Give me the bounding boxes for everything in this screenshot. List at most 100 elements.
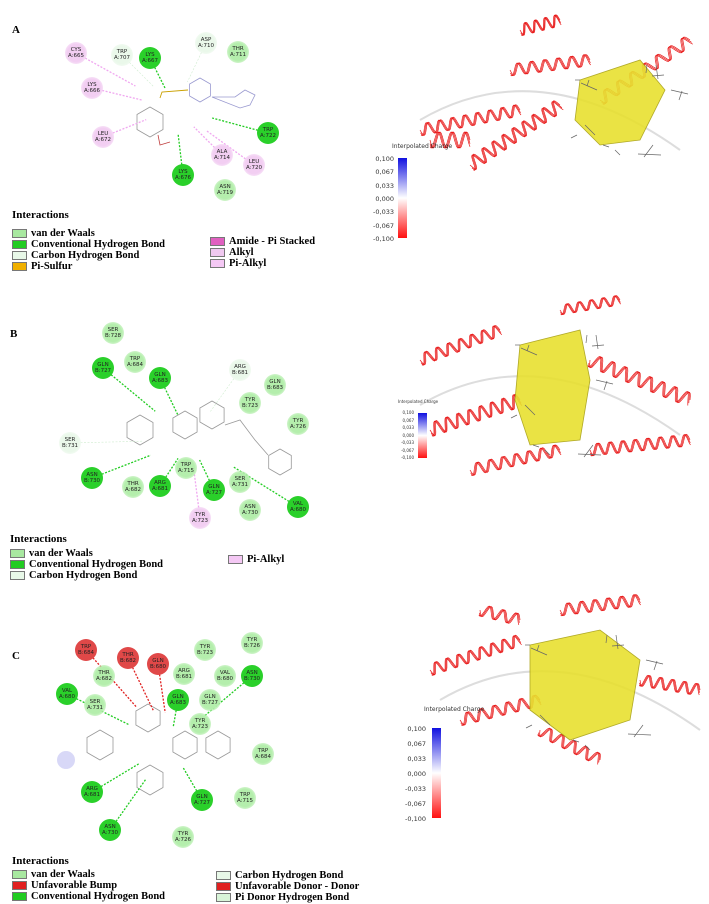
- protein-helix: [559, 594, 641, 616]
- protein-helix: [509, 54, 591, 76]
- residue-id: A:681: [83, 792, 101, 798]
- legend-swatch: [10, 549, 25, 558]
- residue-name: ALA: [216, 149, 228, 155]
- charge-tick-label: 0,067: [407, 740, 426, 748]
- residue-name: SER: [107, 327, 119, 333]
- residue-id: A:726: [289, 424, 307, 430]
- charge-tick-label: -0,033: [401, 440, 414, 445]
- interaction-line: [193, 126, 223, 156]
- residue-name: TYR: [199, 644, 211, 650]
- legend-item: Carbon Hydrogen Bond: [12, 250, 139, 261]
- legend-item: Unfavorable Donor - Donor: [216, 881, 359, 892]
- panel-label-c: C: [12, 650, 20, 662]
- chromone-ring: [172, 730, 198, 760]
- legend-swatch: [12, 892, 27, 901]
- residue-name: TRP: [239, 792, 251, 798]
- ligand-stick: [595, 379, 614, 385]
- residue-id: B:723: [241, 403, 259, 409]
- legend-swatch: [216, 893, 231, 902]
- residue-name: TYR: [244, 397, 256, 403]
- legend-label: van der Waals: [29, 548, 93, 559]
- charge-tick-label: -0,033: [405, 785, 426, 793]
- residue-id: A:680: [58, 694, 76, 700]
- ligand-stick: [591, 344, 605, 347]
- residue-name: THR: [98, 670, 110, 676]
- residue-id: B:727: [94, 368, 112, 374]
- residue-id: A:715: [236, 798, 254, 804]
- interaction-line: [91, 763, 140, 793]
- legend-item: Conventional Hydrogen Bond: [10, 559, 163, 570]
- interaction-line: [182, 766, 203, 801]
- interaction-line: [127, 657, 154, 711]
- charge-tick-label: 0,033: [375, 181, 394, 190]
- residue-name: TRP: [180, 462, 192, 468]
- residue-id: B:680: [216, 676, 234, 682]
- residue-id: B:730: [243, 676, 261, 682]
- residue-name: ARG: [154, 480, 166, 486]
- legend-item: van der Waals: [10, 548, 93, 559]
- residue-id: A:723: [191, 724, 209, 730]
- charge-tick-label: 0,000: [402, 432, 414, 438]
- ligand-stick: [524, 404, 536, 416]
- residue-name: TYR: [177, 831, 189, 837]
- residue-name: ASN: [219, 184, 231, 190]
- protein-helix: [421, 325, 503, 366]
- residue-name: TRP: [257, 748, 269, 754]
- ligand-stick: [583, 444, 594, 458]
- residue-id: A:727: [205, 490, 223, 496]
- linker-bond: [224, 419, 269, 456]
- residue-id: A:682: [124, 487, 142, 493]
- charge-tick-label: 0,033: [407, 755, 426, 763]
- residue-name: LYS: [178, 169, 188, 175]
- legend-title: Interactions: [12, 209, 69, 221]
- residue-name: LYS: [87, 82, 97, 88]
- charge-tick-label: -0,067: [405, 800, 426, 808]
- charge-tick-label: 0,100: [407, 725, 426, 733]
- binding-pocket-surface: [574, 59, 666, 146]
- protein-helix: [420, 104, 521, 136]
- binding-pocket-surface: [514, 329, 591, 446]
- binding-pocket-surface: [529, 629, 641, 741]
- protein-helix: [470, 444, 561, 476]
- ligand-stick: [584, 124, 596, 136]
- charge-tick-label: -0,033: [373, 208, 394, 217]
- panel-label-b: B: [10, 328, 18, 340]
- residue-name: ASN: [246, 670, 258, 676]
- ligand-stick: [643, 144, 654, 158]
- residue-name: SER: [89, 699, 101, 705]
- ligand-stick: [526, 344, 530, 352]
- protein-helix: [469, 444, 561, 476]
- charge-tick-label: 0,000: [375, 195, 394, 203]
- pyran-ring: [172, 410, 198, 440]
- charge-tick-label: 0,033: [402, 425, 414, 430]
- legend-item: Alkyl: [210, 247, 254, 258]
- residue-id: A:710: [197, 43, 215, 49]
- legend-label: Pi-Alkyl: [229, 258, 267, 269]
- legend-swatch: [12, 881, 27, 890]
- ligand-stick: [544, 449, 551, 456]
- protein-helix: [419, 104, 521, 136]
- charge-bar-title: Interpolated Charge: [424, 706, 485, 713]
- residue-id: B:727: [201, 700, 219, 706]
- ligand-stick: [602, 144, 610, 148]
- residue-id: A:731: [231, 482, 249, 488]
- residue-name: GLN: [196, 794, 208, 800]
- residue-name: LYS: [145, 52, 155, 58]
- sugar-ring-2: [136, 764, 164, 796]
- residue-name: TRP: [129, 356, 141, 362]
- protein-helix: [510, 54, 591, 77]
